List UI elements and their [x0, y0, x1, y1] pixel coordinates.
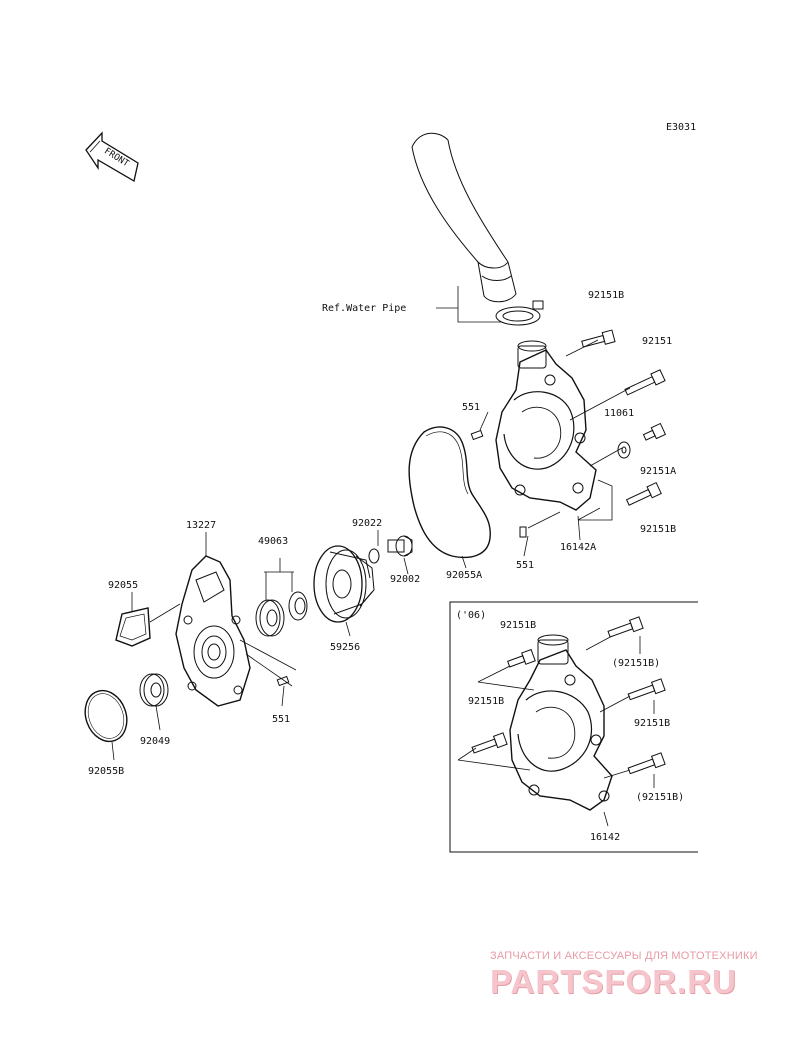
label-92151b-top: 92151B [588, 290, 624, 301]
bolt-92151b-inset-paren-b [627, 752, 666, 775]
pump-cover-16142 [509, 634, 613, 811]
ref-leader-line [436, 286, 502, 323]
label-13227: 13227 [186, 520, 216, 531]
label-92022: 92022 [352, 518, 382, 529]
ref-water-pipe-label: Ref.Water Pipe [322, 303, 406, 314]
label-inset-92151b-paren-b: (92151B) [636, 792, 684, 803]
pump-cover-16142a [495, 340, 597, 511]
dowel-pin-551-c [276, 675, 290, 687]
oil-seal-92049 [139, 673, 169, 731]
water-pipe-hose [411, 132, 517, 303]
bolt-92151b-inset-c [627, 678, 666, 701]
bolt-92151b-inset-paren-a [607, 616, 644, 638]
front-arrow-icon [85, 131, 139, 183]
bolt-92151a [642, 422, 667, 441]
gasket-92055a [408, 426, 491, 559]
label-11061: 11061 [604, 408, 634, 419]
label-49063: 49063 [258, 536, 288, 547]
inset-year-label: ('06) [456, 610, 486, 621]
hose-clamp [495, 300, 544, 326]
label-551-b: 551 [516, 560, 534, 571]
pump-body-13227 [175, 555, 251, 707]
label-551-c: 551 [272, 714, 290, 725]
inset-frame [449, 601, 698, 853]
dowel-pin-551-b [519, 526, 527, 538]
label-92055b: 92055B [88, 766, 124, 777]
bolt-92151b-inset-a [507, 648, 536, 668]
leader-49063 [264, 558, 294, 600]
impeller-59256 [313, 545, 375, 637]
bolt-92151 [624, 369, 666, 396]
label-16142a: 16142A [560, 542, 596, 553]
washer-11061 [617, 441, 631, 459]
label-inset-92151b-b: 92151B [468, 696, 504, 707]
leader-lines-inset [457, 635, 655, 827]
label-92151a: 92151A [640, 466, 676, 477]
label-92049: 92049 [140, 736, 170, 747]
leader-lines-upper [479, 339, 631, 557]
label-92002: 92002 [390, 574, 420, 585]
label-inset-16142: 16142 [590, 832, 620, 843]
mechanical-seal-49063 [255, 591, 308, 637]
bolt-92002 [387, 535, 413, 557]
label-92151b-mid: 92151B [640, 524, 676, 535]
label-92151: 92151 [642, 336, 672, 347]
label-inset-92151b-c: 92151B [634, 718, 670, 729]
label-551-a: 551 [462, 402, 480, 413]
watermark-tagline: ЗАПЧАСТИ И АКСЕССУАРЫ ДЛЯ МОТОТЕХНИКИ [490, 950, 758, 962]
gasket-92055 [115, 607, 151, 647]
diagram-code: E3031 [666, 122, 696, 133]
label-inset-92151b-a: 92151B [500, 620, 536, 631]
label-inset-92151b-paren-a: (92151B) [612, 658, 660, 669]
dowel-pin-551-a [470, 429, 484, 441]
washer-92022 [368, 548, 380, 564]
label-92055: 92055 [108, 580, 138, 591]
watermark-brand: PARTSFOR.RU [490, 963, 737, 1000]
bolt-92151b-inset-b [471, 732, 508, 754]
label-59256: 59256 [330, 642, 360, 653]
bolt-92151b-top [581, 329, 616, 348]
o-ring-92055b [84, 689, 128, 743]
label-92055a: 92055A [446, 570, 482, 581]
labels: E3031 FRONT Ref.Water Pipe 92151B 92151 … [88, 122, 696, 843]
bolt-92151b-mid [625, 481, 662, 506]
